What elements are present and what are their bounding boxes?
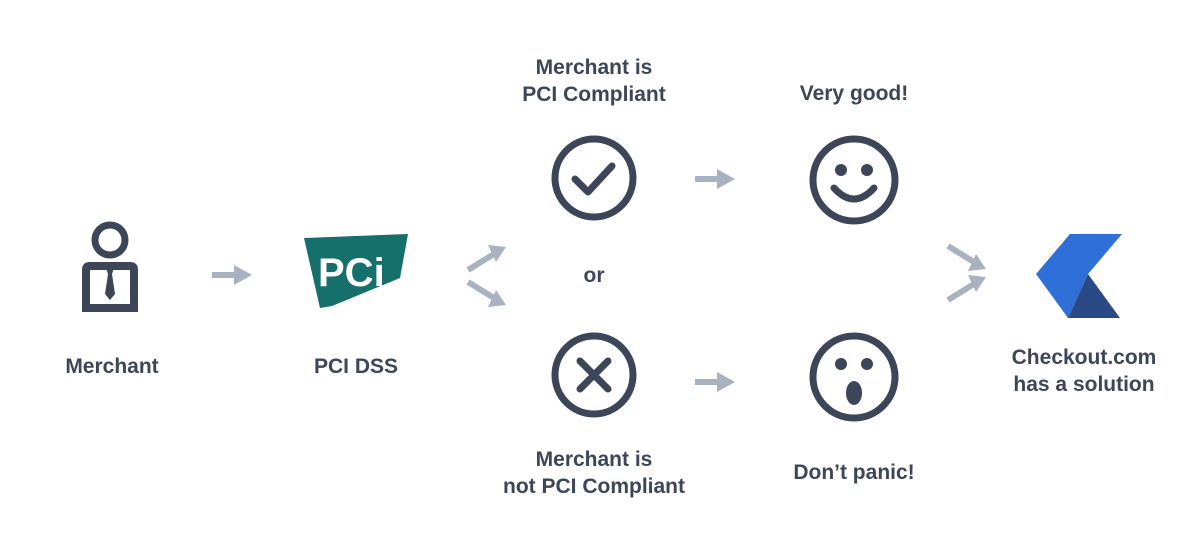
checkout-label-line2: has a solution — [1013, 373, 1155, 396]
very-good-label: Very good! — [799, 82, 909, 105]
merchant-label: Merchant — [65, 355, 159, 378]
checkout-label-line1: Checkout.com — [1011, 346, 1157, 369]
compliant-label-line1: Merchant is — [535, 56, 653, 79]
merchant-person-icon — [82, 221, 138, 312]
surprised-face-icon — [809, 332, 899, 422]
arrow-noncompliant-to-dontpanic — [695, 372, 735, 392]
checkout-logo-icon — [1036, 234, 1122, 318]
arrow-verygood-to-checkout — [946, 243, 986, 271]
pci-dss-label: PCI DSS — [313, 355, 399, 378]
or-label: or — [583, 264, 605, 287]
noncompliant-label-line1: Merchant is — [535, 448, 653, 471]
compliant-label-line2: PCI Compliant — [522, 83, 666, 106]
x-circle-icon — [551, 332, 637, 418]
arrow-compliant-to-verygood — [695, 169, 735, 189]
smiley-face-icon — [809, 135, 899, 225]
dont-panic-label: Don’t panic! — [793, 461, 915, 484]
arrow-dontpanic-to-checkout — [946, 275, 986, 303]
pci-logo-icon: PCi — [304, 234, 408, 308]
arrow-merchant-to-pci — [212, 265, 252, 285]
noncompliant-label-line2: not PCI Compliant — [503, 475, 685, 498]
check-circle-icon — [551, 135, 637, 221]
arrow-pci-to-noncompliant — [466, 279, 506, 307]
arrow-pci-to-compliant — [466, 245, 506, 273]
pci-logo-text: PCi — [318, 251, 385, 295]
